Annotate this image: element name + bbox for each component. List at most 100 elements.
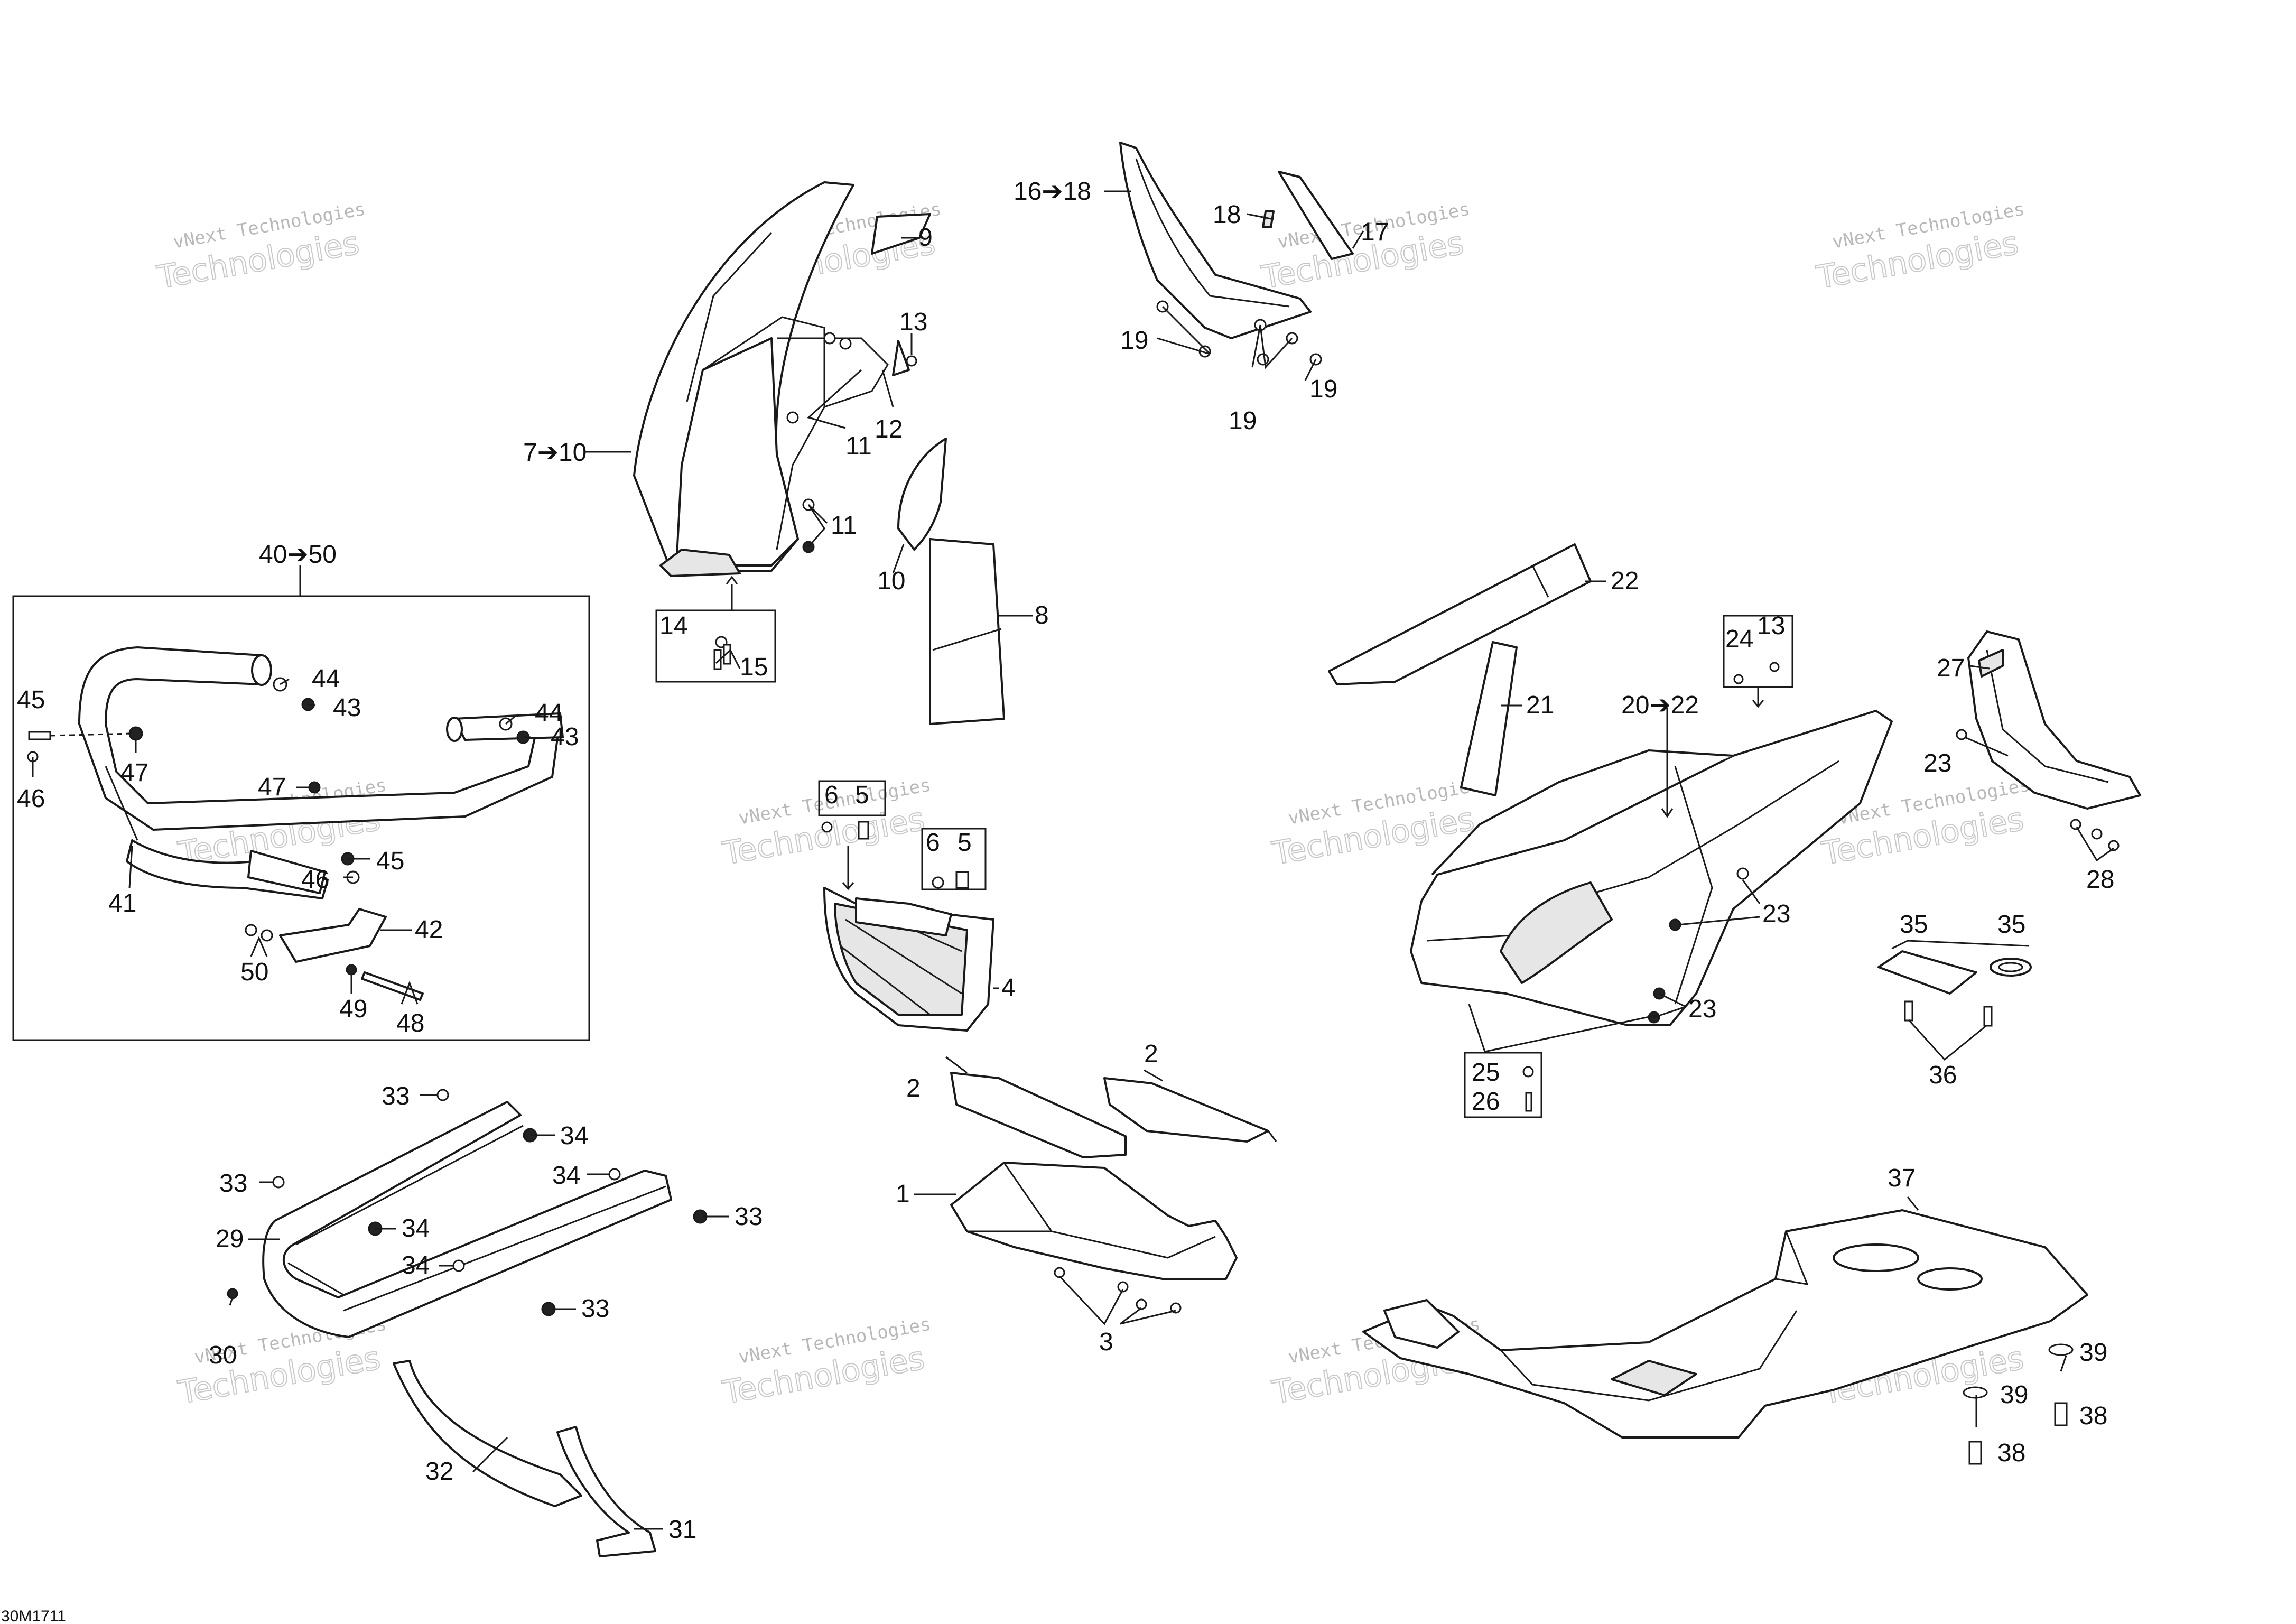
callout-50: 50 [240, 958, 268, 986]
callout-3: 3 [1099, 1328, 1113, 1356]
callout-6: 6 [926, 829, 940, 857]
part-38-bolt [2054, 1402, 2068, 1426]
callout-5: 5 [958, 829, 972, 857]
part-21-pad [1460, 641, 1518, 796]
part-1-skid-plate [950, 1162, 1238, 1280]
callout-28: 28 [2086, 866, 2114, 894]
callout-16-18: 16➔18 [1014, 178, 1091, 206]
callout-45: 45 [17, 686, 45, 714]
part-11-screw [823, 332, 836, 345]
callout-47: 47 [258, 773, 286, 801]
callout-38: 38 [2079, 1402, 2107, 1430]
callout-8: 8 [1035, 601, 1049, 629]
part-25-clip [1522, 1066, 1534, 1078]
callout-25: 25 [1472, 1059, 1500, 1087]
diagram-code: 30M1711 [1, 1608, 66, 1624]
callout-44: 44 [535, 699, 563, 727]
callout-48: 48 [396, 1009, 424, 1037]
callout-37: 37 [1888, 1164, 1916, 1192]
part-23-screw [1956, 729, 1967, 740]
callout-39: 39 [2000, 1381, 2028, 1409]
callout-6: 6 [824, 781, 839, 809]
part-13-clip [1769, 662, 1780, 672]
callout-38: 38 [1997, 1439, 2025, 1467]
part-3-screw [1136, 1298, 1147, 1310]
callout-26: 26 [1472, 1088, 1500, 1116]
callout-19: 19 [1120, 327, 1148, 355]
part-22-trim [1328, 543, 1592, 685]
callout-46: 46 [17, 785, 45, 813]
callout-29: 29 [216, 1225, 244, 1253]
callout-13: 13 [1757, 612, 1785, 640]
part-5-clip [955, 871, 969, 889]
part-34-nut [608, 1168, 621, 1181]
part-50-nut [245, 924, 257, 936]
callout-36: 36 [1929, 1061, 1957, 1089]
callout-34: 34 [402, 1251, 430, 1279]
group-box-14-15 [655, 609, 776, 683]
callout-40-50: 40➔50 [259, 541, 337, 569]
callout-23: 23 [1923, 749, 1951, 777]
callout-46: 46 [301, 866, 329, 894]
callout-5: 5 [855, 781, 869, 809]
callout-42: 42 [415, 916, 443, 944]
callout-27: 27 [1937, 654, 1965, 682]
callout-20-22: 20➔22 [1621, 691, 1699, 719]
part-6-screw [932, 876, 944, 889]
part-3-screw [1117, 1281, 1129, 1293]
callout-2: 2 [1144, 1040, 1158, 1068]
part-3-screw [1054, 1267, 1065, 1278]
part-28-screw [2108, 840, 2120, 851]
part-8-pad [929, 538, 1005, 725]
callout-4: 4 [1001, 974, 1016, 1002]
callout-14: 14 [659, 612, 687, 640]
part-49-washer [346, 964, 357, 976]
part-2-pad [950, 1072, 1127, 1158]
callout-34: 34 [552, 1162, 580, 1190]
part-29-rear-bumper [262, 1101, 672, 1338]
callout-13: 13 [899, 308, 927, 336]
callout-45: 45 [376, 847, 404, 875]
callout-49: 49 [339, 995, 367, 1023]
group-box-25-26 [1464, 1052, 1542, 1118]
part-side-panel-front [633, 181, 931, 577]
part-11-screw [839, 337, 852, 350]
callout-34: 34 [560, 1122, 588, 1150]
part-31-support [556, 1426, 656, 1557]
part-11-screw [786, 411, 799, 424]
callout-33: 33 [382, 1082, 410, 1110]
callout-2: 2 [906, 1074, 921, 1102]
part-6-screw [821, 821, 833, 833]
callout-1: 1 [896, 1180, 910, 1208]
part-side-panel-rear [1410, 710, 1893, 1026]
callout-21: 21 [1526, 691, 1554, 719]
part-5-clip [858, 821, 869, 840]
callout-33: 33 [219, 1170, 247, 1198]
part-33-bolt [272, 1176, 285, 1189]
callout-23: 23 [1688, 995, 1716, 1023]
part-48-bolt [361, 971, 424, 1001]
part-34-nut [452, 1259, 465, 1272]
part-30-nut [227, 1288, 238, 1300]
part-3-screw [1170, 1302, 1182, 1314]
callout-35: 35 [1900, 911, 1928, 939]
part-37-belly-pan [1362, 1209, 2088, 1439]
part-4-grille [823, 887, 994, 1032]
callout-35: 35 [1997, 911, 2025, 939]
part-39-washer [1963, 1386, 1988, 1399]
part-33-bolt [436, 1089, 449, 1101]
callout-15: 15 [740, 653, 768, 681]
part-13-clip [906, 355, 917, 367]
part-28-screw [2070, 819, 2081, 830]
part-35-cover [1877, 950, 1977, 995]
callout-17: 17 [1361, 218, 1389, 246]
callout-10: 10 [877, 567, 905, 595]
callout-18: 18 [1213, 201, 1241, 229]
part-42-bracket [279, 908, 387, 963]
callout-9: 9 [918, 224, 933, 252]
group-box-5-6-a [818, 780, 886, 816]
callouts: 9 13 11 12 11 7➔10 10 8 14 15 16➔18 18 1… [17, 178, 2114, 1544]
callout-30: 30 [209, 1341, 237, 1369]
leader-lines [32, 190, 2114, 1530]
